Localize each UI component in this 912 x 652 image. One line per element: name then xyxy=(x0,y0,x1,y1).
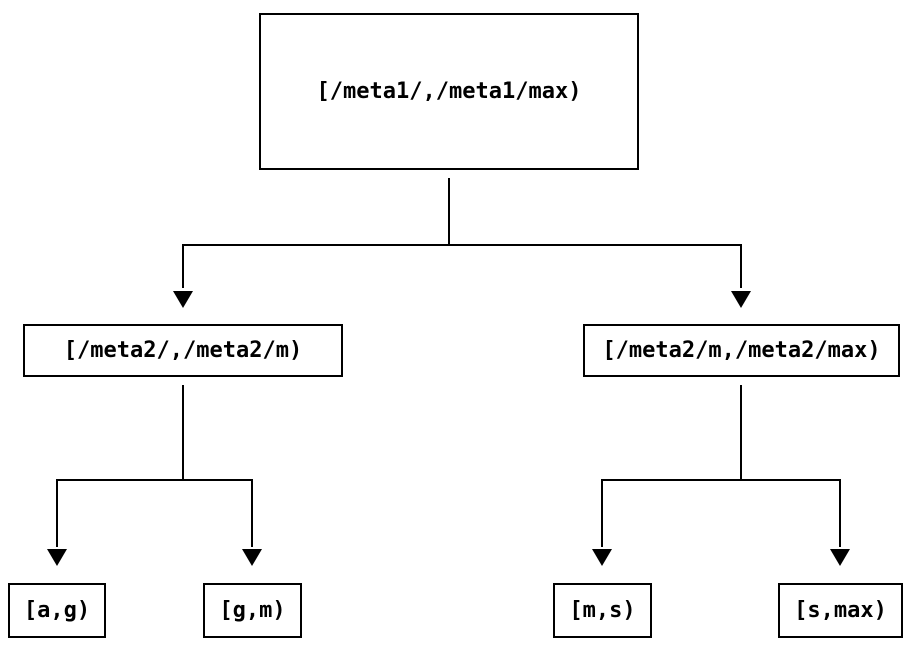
tree-node-leaf-smax: [s,max) xyxy=(778,583,903,638)
connector-bus-level1 xyxy=(182,244,742,246)
arrow-down-icon xyxy=(731,291,751,308)
tree-node-meta2-right-label: [/meta2/m,/meta2/max) xyxy=(602,338,881,363)
tree-node-leaf-ms-label: [m,s) xyxy=(569,598,636,623)
connector-drop-meta2-right xyxy=(740,244,742,288)
connector-stem-meta2-left xyxy=(182,385,184,480)
tree-node-leaf-ag-label: [a,g) xyxy=(23,598,91,623)
arrow-down-icon xyxy=(830,549,850,566)
tree-node-leaf-gm: [g,m) xyxy=(203,583,302,638)
connector-stem-root xyxy=(448,178,450,246)
connector-drop-leaf-smax xyxy=(839,479,841,547)
arrow-down-icon xyxy=(242,549,262,566)
arrow-down-icon xyxy=(47,549,67,566)
connector-drop-leaf-ag xyxy=(56,479,58,547)
connector-drop-leaf-ms xyxy=(601,479,603,547)
tree-node-leaf-ag: [a,g) xyxy=(8,583,106,638)
tree-node-leaf-ms: [m,s) xyxy=(553,583,652,638)
tree-node-meta2-left-label: [/meta2/,/meta2/m) xyxy=(63,338,303,363)
arrow-down-icon xyxy=(173,291,193,308)
connector-stem-meta2-right xyxy=(740,385,742,480)
tree-node-root: [/meta1/,/meta1/max) xyxy=(259,13,639,170)
connector-bus-left-subtree xyxy=(56,479,253,481)
tree-node-meta2-left: [/meta2/,/meta2/m) xyxy=(23,324,343,377)
arrow-down-icon xyxy=(592,549,612,566)
tree-node-meta2-right: [/meta2/m,/meta2/max) xyxy=(583,324,900,377)
tree-node-leaf-gm-label: [g,m) xyxy=(219,598,286,623)
connector-drop-meta2-left xyxy=(182,244,184,288)
tree-node-root-label: [/meta1/,/meta1/max) xyxy=(316,79,582,104)
tree-node-leaf-smax-label: [s,max) xyxy=(794,598,887,623)
connector-bus-right-subtree xyxy=(601,479,841,481)
connector-drop-leaf-gm xyxy=(251,479,253,547)
